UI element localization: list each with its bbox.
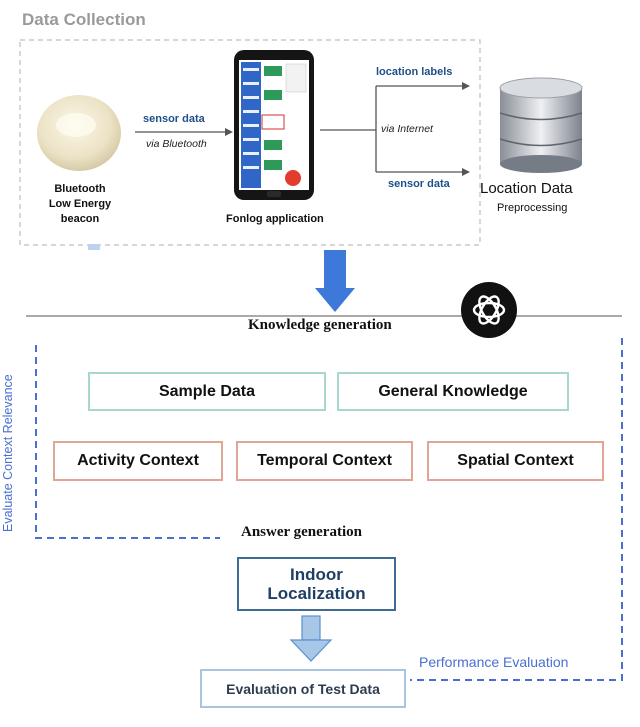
beacon-label: Bluetooth Low Energy beacon <box>48 183 112 225</box>
evaluation-test-data-box: Evaluation of Test Data <box>200 669 406 708</box>
sensor-data-label-bottom: sensor data <box>388 178 450 190</box>
small-down-arrow-icon <box>289 615 333 662</box>
performance-evaluation-label: Performance Evaluation <box>419 654 569 670</box>
location-labels-label: location labels <box>376 66 453 78</box>
sample-data-box: Sample Data <box>88 372 326 411</box>
preprocessing-label: Preprocessing <box>497 202 568 214</box>
activity-context-box: Activity Context <box>53 441 223 481</box>
data-collection-frame <box>19 39 481 246</box>
bluetooth-beacon-icon <box>37 95 121 171</box>
evaluate-context-relevance-label: Evaluate Context Relevance <box>1 374 15 532</box>
performance-evaluation-bracket <box>410 338 623 681</box>
indoor-localization-box: Indoor Localization <box>237 557 396 611</box>
general-knowledge-box: General Knowledge <box>337 372 569 411</box>
temporal-context-box: Temporal Context <box>236 441 413 481</box>
location-data-label: Location Data <box>480 180 573 197</box>
spatial-context-box: Spatial Context <box>427 441 604 481</box>
smartphone-icon <box>234 50 314 200</box>
down-arrow-icon <box>315 250 355 312</box>
answer-generation-title: Answer generation <box>241 524 362 540</box>
database-icon <box>499 77 583 173</box>
evaluate-context-bracket <box>35 345 220 539</box>
knowledge-generation-title: Knowledge generation <box>248 317 392 333</box>
sensor-data-label-top: sensor data <box>143 113 205 125</box>
data-collection-title: Data Collection <box>22 10 146 29</box>
via-internet-label: via Internet <box>381 123 433 135</box>
fonlog-label: Fonlog application <box>226 213 324 225</box>
via-bluetooth-label: via Bluetooth <box>146 138 207 150</box>
openai-logo-icon <box>461 282 517 338</box>
